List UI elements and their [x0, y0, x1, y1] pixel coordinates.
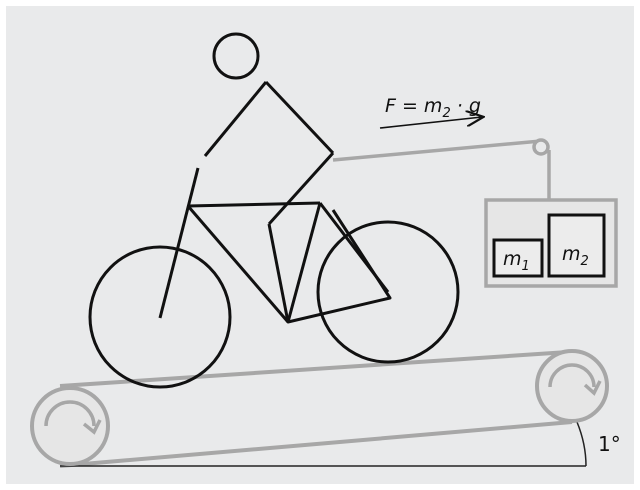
left-roller: [30, 386, 110, 466]
tow-rope: [332, 139, 551, 200]
belt-top: [59, 350, 569, 388]
pulley-icon: [532, 138, 550, 156]
incline-angle-label: 1°: [598, 432, 621, 456]
rider-arm: [267, 151, 335, 226]
bicycle-frame: [186, 201, 390, 323]
front-wheel: [316, 220, 460, 364]
rear-wheel: [88, 245, 232, 389]
rider-torso: [264, 80, 335, 155]
rider-head: [212, 32, 260, 80]
circular-arrow-icon: [44, 400, 102, 435]
incline-angle-arc: [576, 421, 587, 467]
rider: [158, 32, 392, 324]
arrow-right-icon: [379, 117, 482, 129]
rider-leg-rear: [158, 167, 200, 319]
rider-arm-upper: [203, 81, 268, 157]
mass-m1-label: m1: [503, 248, 530, 274]
mass-m1-box: [492, 238, 544, 278]
belt-bottom: [59, 420, 573, 468]
mass-m2-label: m2: [562, 243, 589, 269]
right-roller: [535, 349, 609, 423]
circular-arrow-icon: [548, 363, 602, 396]
mass-m2-box: [547, 213, 606, 278]
rider-leg-front: [267, 209, 392, 324]
treadmill: [59, 350, 573, 468]
